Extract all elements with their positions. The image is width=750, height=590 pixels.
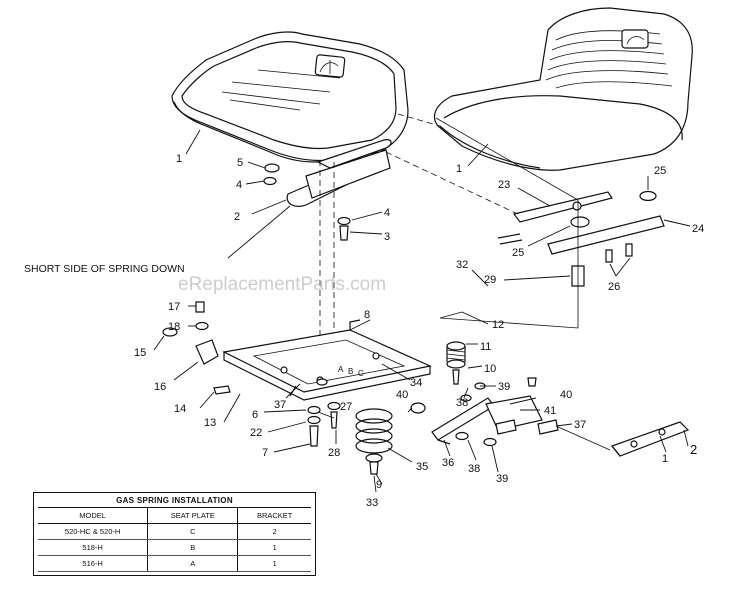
callout-5: 5	[237, 157, 243, 169]
legend-header-row: MODEL SEAT PLATE BRACKET	[38, 507, 311, 524]
legend-cell-model: 518-H	[38, 539, 148, 556]
callout-14: 14	[174, 403, 186, 415]
callout-15: 15	[134, 347, 146, 359]
callout-2-left: 2	[234, 211, 240, 223]
callout-9: 9	[376, 479, 382, 491]
legend-header-bracket: BRACKET	[237, 507, 311, 524]
washer-25b-icon	[639, 190, 657, 202]
leader-lines	[153, 129, 691, 493]
callout-3: 3	[384, 231, 390, 243]
callout-4-upper: 4	[236, 179, 242, 191]
legend-cell-model: 516-H	[38, 555, 148, 572]
callout-8: 8	[364, 309, 370, 321]
nut-15-icon	[162, 327, 178, 337]
washer-25-icon	[570, 216, 590, 228]
callout-34: 34	[410, 377, 422, 389]
legend-cell-bracket: 2	[237, 523, 311, 540]
spring-11-icon	[446, 341, 466, 369]
gas-spring-legend: GAS SPRING INSTALLATION MODEL SEAT PLATE…	[33, 492, 316, 576]
plate-mark-a: A	[338, 365, 344, 374]
bracket-16-icon	[195, 339, 219, 365]
callout-39-lower: 39	[496, 473, 508, 485]
plate-mark-c: C	[358, 369, 364, 378]
callout-25-lower: 25	[512, 247, 524, 259]
table-row: 518-H B 1	[38, 539, 311, 556]
callout-1-left: 1	[176, 153, 182, 165]
nut-5-icon	[264, 163, 280, 173]
callout-1-right: 1	[456, 163, 462, 175]
callout-40-left: 40	[396, 389, 408, 401]
callout-29: 29	[484, 274, 496, 286]
legend-header-model: MODEL	[38, 507, 148, 524]
callout-35: 35	[416, 461, 428, 473]
callout-6: 6	[252, 409, 258, 421]
callout-1-bracket: 1	[662, 453, 668, 465]
callout-28: 28	[328, 447, 340, 459]
callout-23: 23	[498, 179, 510, 191]
callout-11: 11	[480, 341, 491, 353]
legend-cell-model: 520-HC & 520-H	[38, 523, 148, 540]
legend-table: MODEL SEAT PLATE BRACKET 520-HC & 520-H …	[38, 507, 311, 572]
legend-cell-seat-plate: B	[147, 539, 238, 556]
callout-12: 12	[492, 319, 504, 331]
legend-cell-seat-plate: A	[147, 555, 238, 572]
seat-right	[433, 7, 693, 171]
callout-2-bracket: 2	[690, 442, 697, 457]
washer-4-icon	[263, 176, 277, 186]
legend-cell-bracket: 1	[237, 555, 311, 572]
callout-27: 27	[340, 401, 352, 413]
callout-labels: 1 1 5 4 2 4 3 SHORT SIDE OF SPRING DOWN …	[24, 153, 704, 509]
callout-39-upper: 39	[498, 381, 510, 393]
bolt-3-icon	[339, 225, 349, 241]
callout-38-lower: 38	[468, 463, 480, 475]
callout-24: 24	[692, 223, 704, 235]
seat-logo-right-icon	[621, 29, 649, 49]
callout-26: 26	[608, 281, 620, 293]
center-hardware	[307, 378, 393, 475]
legend-cell-seat-plate: C	[147, 523, 238, 540]
spring-orientation-note: SHORT SIDE OF SPRING DOWN	[24, 263, 185, 275]
legend-cell-bracket: 1	[237, 539, 311, 556]
callout-40-right: 40	[560, 389, 572, 401]
spring-35-icon	[355, 408, 393, 454]
table-row: 516-H A 1	[38, 555, 311, 572]
callout-37-left: 37	[274, 399, 286, 411]
callout-32: 32	[456, 259, 468, 271]
callout-17: 17	[168, 301, 180, 313]
watermark: eReplacementParts.com	[178, 274, 386, 295]
callout-16: 16	[154, 381, 166, 393]
callout-41: 41	[544, 405, 556, 417]
seat-plate	[222, 319, 432, 401]
gas-spring-bracket	[555, 421, 690, 457]
callout-38-upper: 38	[456, 397, 468, 409]
callout-7: 7	[262, 447, 268, 459]
callout-4-lower: 4	[384, 207, 390, 219]
callout-13: 13	[204, 417, 216, 429]
right-seat-brackets	[497, 190, 665, 287]
washer-18-icon	[195, 321, 209, 331]
callout-37-right: 37	[574, 419, 586, 431]
legend-header-seat-plate: SEAT PLATE	[147, 507, 238, 524]
seat-hinge-bracket	[263, 139, 392, 207]
left-fasteners	[162, 301, 231, 395]
gas-spring-assembly	[410, 311, 559, 447]
callout-22: 22	[250, 427, 262, 439]
seat-left	[171, 31, 409, 163]
bolt-17-icon	[195, 301, 205, 313]
plate-mark-b: B	[348, 367, 353, 376]
legend-title: GAS SPRING INSTALLATION	[116, 496, 233, 505]
washer-4b-icon	[337, 216, 351, 226]
callout-36: 36	[442, 457, 454, 469]
callout-25-upper: 25	[654, 165, 666, 177]
callout-33: 33	[366, 497, 378, 509]
callout-18: 18	[168, 321, 180, 333]
pin-14-icon	[213, 385, 231, 395]
callout-10: 10	[484, 363, 496, 375]
table-row: 520-HC & 520-H C 2	[38, 523, 311, 540]
